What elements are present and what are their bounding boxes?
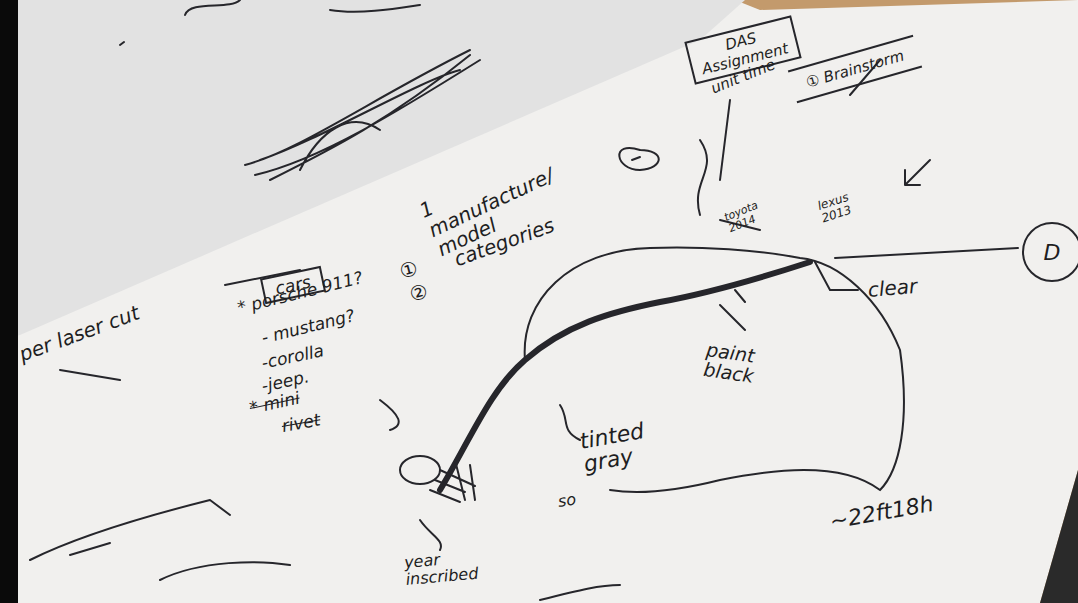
window-outline (525, 247, 904, 491)
leader-lines (698, 60, 1018, 258)
upper-page (0, 0, 745, 340)
arrow-sketch (905, 160, 930, 185)
detail-circle (400, 456, 440, 484)
handwritten-note: so (557, 492, 577, 511)
dark-edge (0, 0, 18, 603)
small-circle-sketch (619, 148, 658, 170)
upper-car-sketch (245, 50, 480, 180)
circle-node: D (1022, 222, 1078, 282)
lower-sketch (30, 500, 620, 600)
node-text: D (1044, 240, 1061, 265)
leader-lines (60, 270, 399, 430)
upper-doodle (120, 0, 420, 45)
book-cover (1040, 470, 1078, 603)
sketch-lines (30, 0, 1018, 600)
window-trim (440, 262, 810, 490)
leader-lines (420, 220, 858, 550)
handwritten-note: clear (867, 276, 918, 301)
inscription-marks (430, 460, 475, 502)
